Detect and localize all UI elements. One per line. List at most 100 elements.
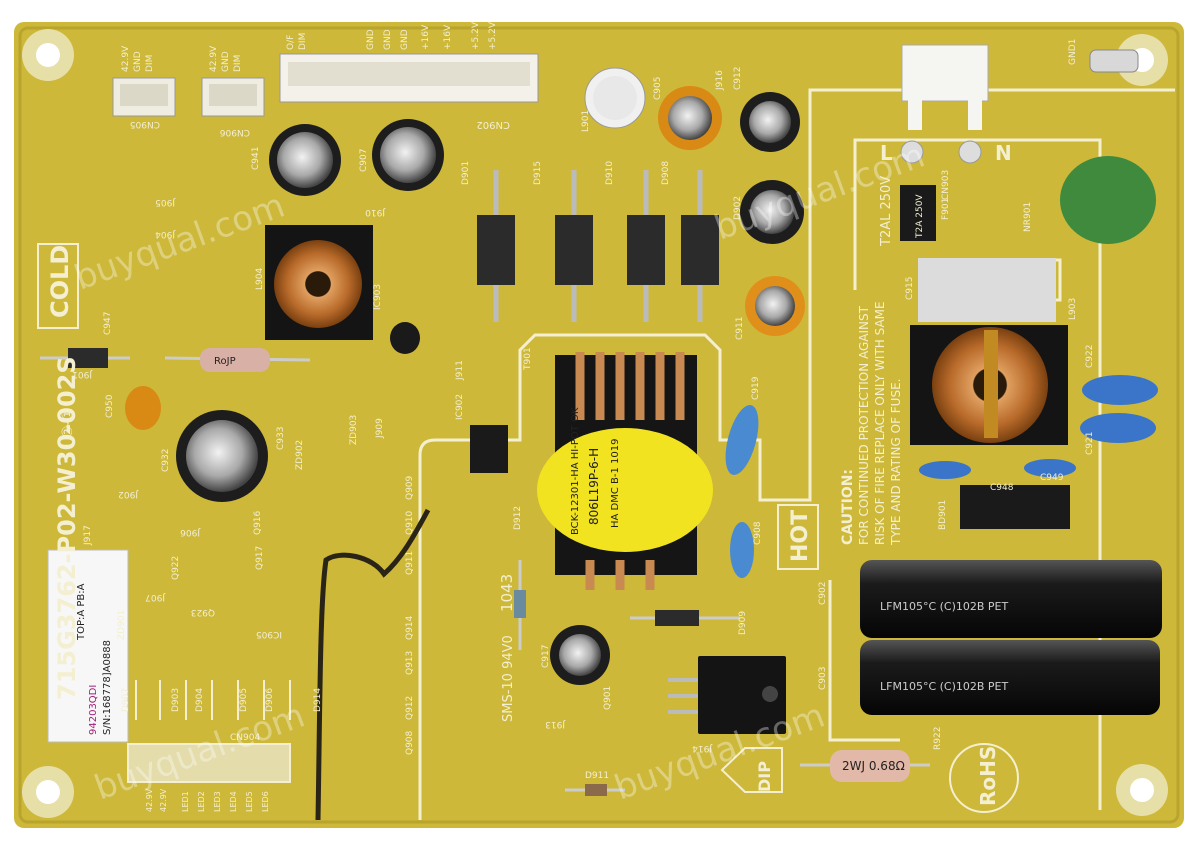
ref-q914: Q914 [405, 615, 415, 640]
transistor-ic903 [390, 322, 420, 354]
cn902-pin-9: +5.2V [488, 21, 498, 50]
ref-q901: Q901 [603, 686, 613, 710]
cn905-pin-3: DIM [145, 55, 155, 72]
ic-ic902 [470, 425, 508, 473]
cn904-pin-7: LED5 [245, 791, 254, 812]
cn906-pins: 42.9V GND DIM [209, 45, 243, 72]
rohs-circle [949, 743, 1019, 813]
y-capacitor-c919 [725, 405, 759, 475]
cn904-pin-5: LED3 [213, 791, 222, 812]
cn904-pin-6: LED4 [229, 791, 238, 812]
ref-q911: Q911 [405, 551, 415, 575]
ref-q909: Q909 [405, 475, 415, 500]
transformer-label-2: 806L19P-6-H [587, 448, 601, 525]
capacitor-c932 [176, 410, 268, 502]
capacitor-c950 [125, 386, 161, 430]
ref-j905: J905 [155, 197, 176, 207]
capacitor-c907 [372, 119, 444, 191]
resistor-rojp-code: RoJP [214, 356, 236, 367]
line-label: L [880, 141, 893, 165]
capacitor-d902-cap [740, 180, 804, 244]
ref-d910: D910 [605, 161, 615, 185]
cn902-pin-6: +16V [421, 24, 431, 50]
cn904-ref: CN904 [230, 733, 260, 743]
ref-j914: J914 [692, 743, 713, 753]
capacitor-c941 [269, 124, 341, 196]
cold-box [37, 243, 79, 329]
ref-c948: C948 [990, 483, 1014, 493]
capacitor-c917 [550, 625, 610, 685]
ref-j906: J906 [180, 527, 201, 537]
y-capacitor-c949 [1024, 459, 1076, 477]
resistor-rojp [164, 348, 311, 372]
isolation-boundary [418, 88, 1175, 820]
ref-q923: Q923 [191, 607, 215, 617]
cn904-pin-3: LED1 [181, 791, 190, 812]
ref-zd901: ZD901 [117, 610, 127, 640]
x-capacitor-c915 [918, 258, 1056, 322]
date-code: 1043 [498, 574, 516, 612]
cn906-pin-3: DIM [233, 55, 243, 72]
cn902-pin-4: GND [383, 29, 393, 50]
ref-zd902: ZD902 [295, 440, 305, 470]
transformer-label-3: HA DMC B-1 1019 [610, 439, 621, 529]
ref-d905: D905 [239, 688, 249, 712]
ref-l904: L904 [255, 268, 265, 290]
ref-c941: C941 [251, 147, 261, 170]
sticker-line-1: TOP:A PB:A [76, 583, 87, 641]
cn905-pins: 42.9V GND DIM [121, 45, 155, 72]
mounting-hole [22, 29, 74, 81]
diode-d910 [627, 170, 665, 322]
ref-j902: J902 [118, 489, 139, 499]
cn902-pin-1: O/F [286, 35, 296, 50]
ref-d908: D908 [661, 161, 671, 185]
ref-ic903: IC903 [373, 284, 383, 310]
pcb-material: SMS-10 94V0 [501, 635, 516, 722]
cn902-connector [279, 53, 539, 103]
ref-j907: J907 [145, 592, 166, 602]
ref-j911: J911 [455, 360, 465, 381]
caution-line-3: RISK OF FIRE REPLACE ONLY WITH SAME [873, 301, 887, 545]
inductor-l904 [265, 225, 373, 340]
cn902-pin-7: +16V [443, 24, 453, 50]
ref-q912: Q912 [405, 696, 415, 720]
ref-c911: C911 [735, 317, 745, 340]
circle-marks: ②-① [60, 408, 76, 438]
ntc-nr901 [1060, 156, 1156, 244]
cn904-pin-8: LED6 [261, 791, 270, 812]
cn902-ref: CN902 [476, 119, 510, 130]
bulk-capacitor-c902 [860, 560, 1162, 638]
cn905-pin-1: 42.9V [121, 45, 131, 72]
ref-f901: F901 [941, 198, 951, 220]
caution-line-4: TYPE AND RATING OF FUSE. [889, 379, 903, 546]
bridge-bd901 [960, 485, 1070, 529]
ref-d906: D906 [265, 688, 275, 712]
ref-c919: C919 [751, 376, 761, 400]
ref-j901: J901 [72, 369, 93, 379]
ref-c949: C949 [1040, 473, 1064, 483]
ref-j916: J916 [715, 70, 725, 91]
mounting-hole [1116, 764, 1168, 816]
ref-d909: D909 [738, 611, 748, 635]
cn902-pin-8: +5.2V [471, 21, 481, 50]
ref-j917: J917 [83, 525, 93, 546]
ref-d912: D912 [513, 506, 523, 530]
diode-d911 [565, 784, 625, 796]
cn906-pin-1: 42.9V [209, 45, 219, 72]
ref-c933: C933 [276, 427, 286, 450]
led-driver-diodes [135, 680, 291, 720]
ref-c950: C950 [105, 394, 115, 418]
ref-r922: R922 [933, 727, 943, 750]
cn905-pin-2: GND [133, 51, 143, 72]
y-capacitor-c922 [1082, 375, 1158, 405]
bulk-cap-text-top: LFM105°C (C)102B PET [880, 600, 1009, 613]
ref-q908: Q908 [405, 730, 415, 755]
ref-c915: C915 [905, 277, 915, 300]
ref-j910: J910 [365, 207, 386, 217]
serial-sticker [47, 549, 129, 743]
diode-d909 [630, 610, 740, 626]
transformer-t901 [537, 352, 713, 590]
cn904-pin-4: LED2 [197, 791, 206, 812]
